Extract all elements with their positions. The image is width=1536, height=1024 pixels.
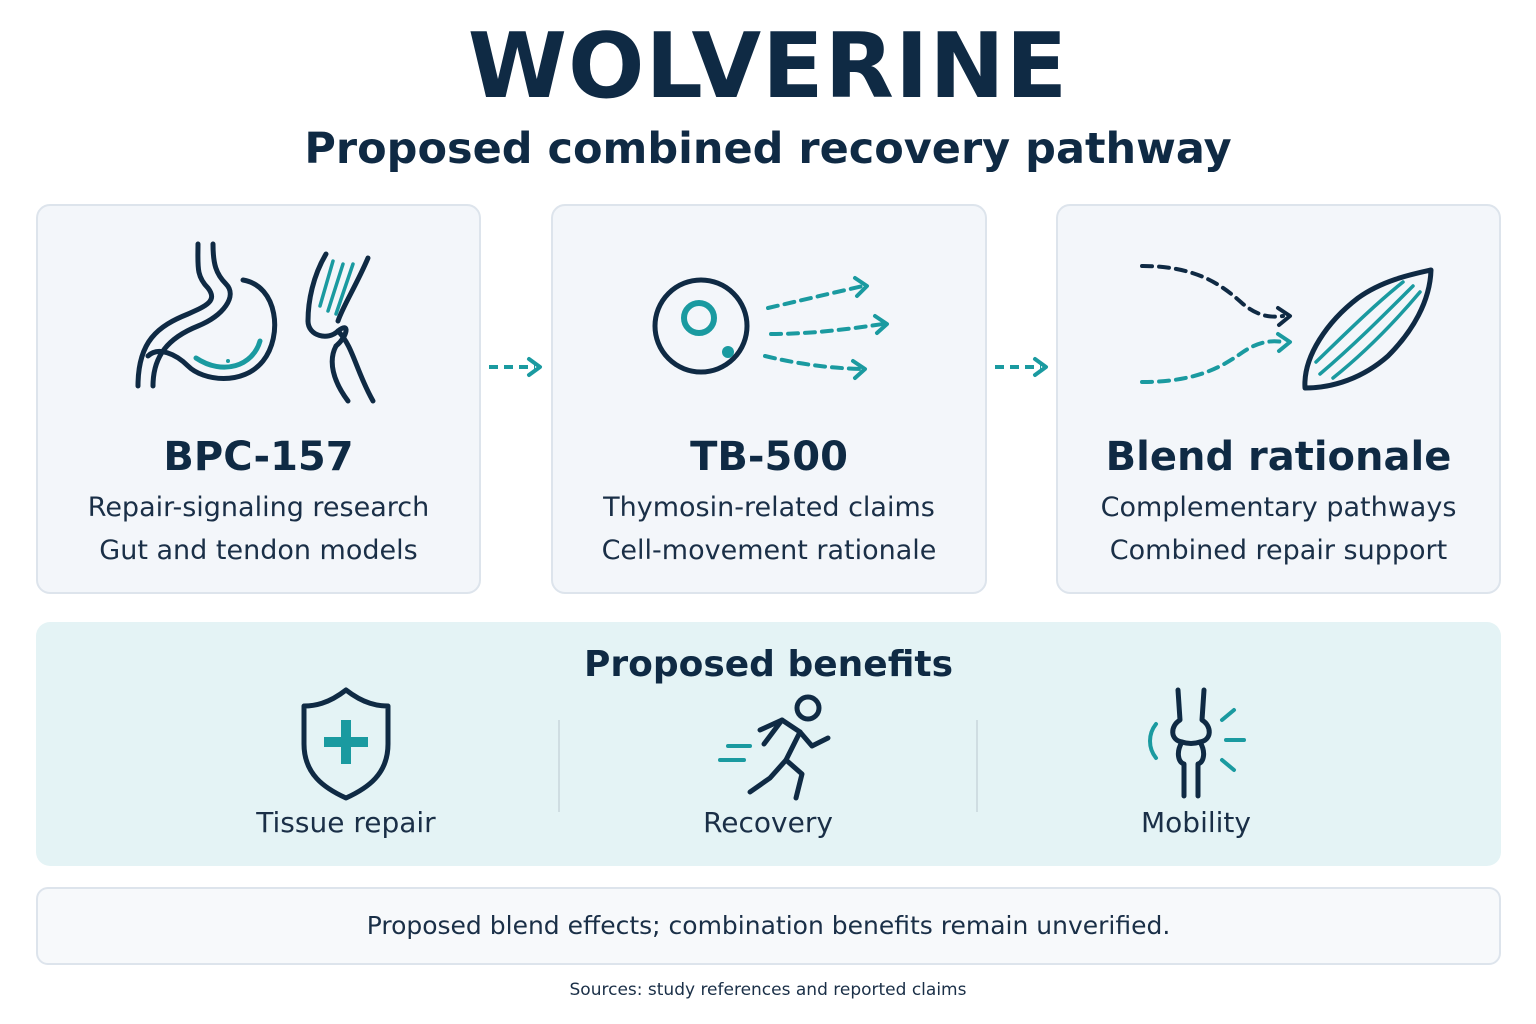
card-blend-rationale: Blend rationale Complementary pathways C…	[1056, 204, 1501, 594]
card-line: Repair-signaling research	[87, 492, 430, 523]
benefit-mobility: Mobility	[1046, 682, 1346, 862]
flow-arrow-icon	[995, 357, 1048, 377]
benefits-panel: Proposed benefits Tissue repair Recovery	[36, 622, 1501, 866]
card-line: Gut and tendon models	[99, 535, 418, 566]
converging-arrows-icon	[1140, 264, 1292, 384]
flow-arrow-icon	[489, 357, 542, 377]
benefits-title: Proposed benefits	[583, 644, 954, 685]
muscle-icon	[1302, 267, 1434, 391]
card-title: BPC-157	[163, 434, 354, 480]
card-line: Cell-movement rationale	[601, 535, 937, 566]
sources-footnote: Sources: study references and reported c…	[569, 980, 967, 1000]
card-line: Complementary pathways	[1100, 492, 1457, 523]
disclaimer-note: Proposed blend effects; combination bene…	[36, 887, 1501, 965]
card-line: Thymosin-related claims	[603, 492, 935, 523]
benefit-tissue-repair: Tissue repair	[196, 682, 496, 862]
card-line: Combined repair support	[1109, 535, 1448, 566]
blend-illustration	[1140, 264, 1434, 391]
page-title: WOLVERINE	[467, 14, 1069, 119]
page-subtitle: Proposed combined recovery pathway	[304, 124, 1232, 174]
benefit-label: Mobility	[1141, 806, 1251, 839]
benefit-recovery: Recovery	[618, 682, 918, 862]
stomach-icon	[135, 241, 278, 389]
bpc157-illustration	[135, 241, 376, 404]
card-bpc157: BPC-157 Repair-signaling research Gut an…	[36, 204, 481, 594]
cell-migration-icon	[652, 276, 889, 380]
card-tb500: TB-500 Thymosin-related claims Cell-move…	[551, 204, 987, 594]
card-title: TB-500	[690, 434, 848, 480]
running-person-icon	[718, 694, 831, 801]
tb500-illustration	[652, 276, 889, 380]
benefit-divider	[558, 720, 560, 812]
knee-tendon-icon	[305, 251, 376, 404]
shield-plus-icon	[301, 687, 391, 801]
benefit-label: Recovery	[703, 806, 833, 839]
benefit-divider	[976, 720, 978, 812]
card-title: Blend rationale	[1105, 434, 1452, 480]
joint-icon	[1148, 687, 1246, 799]
benefit-label: Tissue repair	[256, 806, 436, 839]
